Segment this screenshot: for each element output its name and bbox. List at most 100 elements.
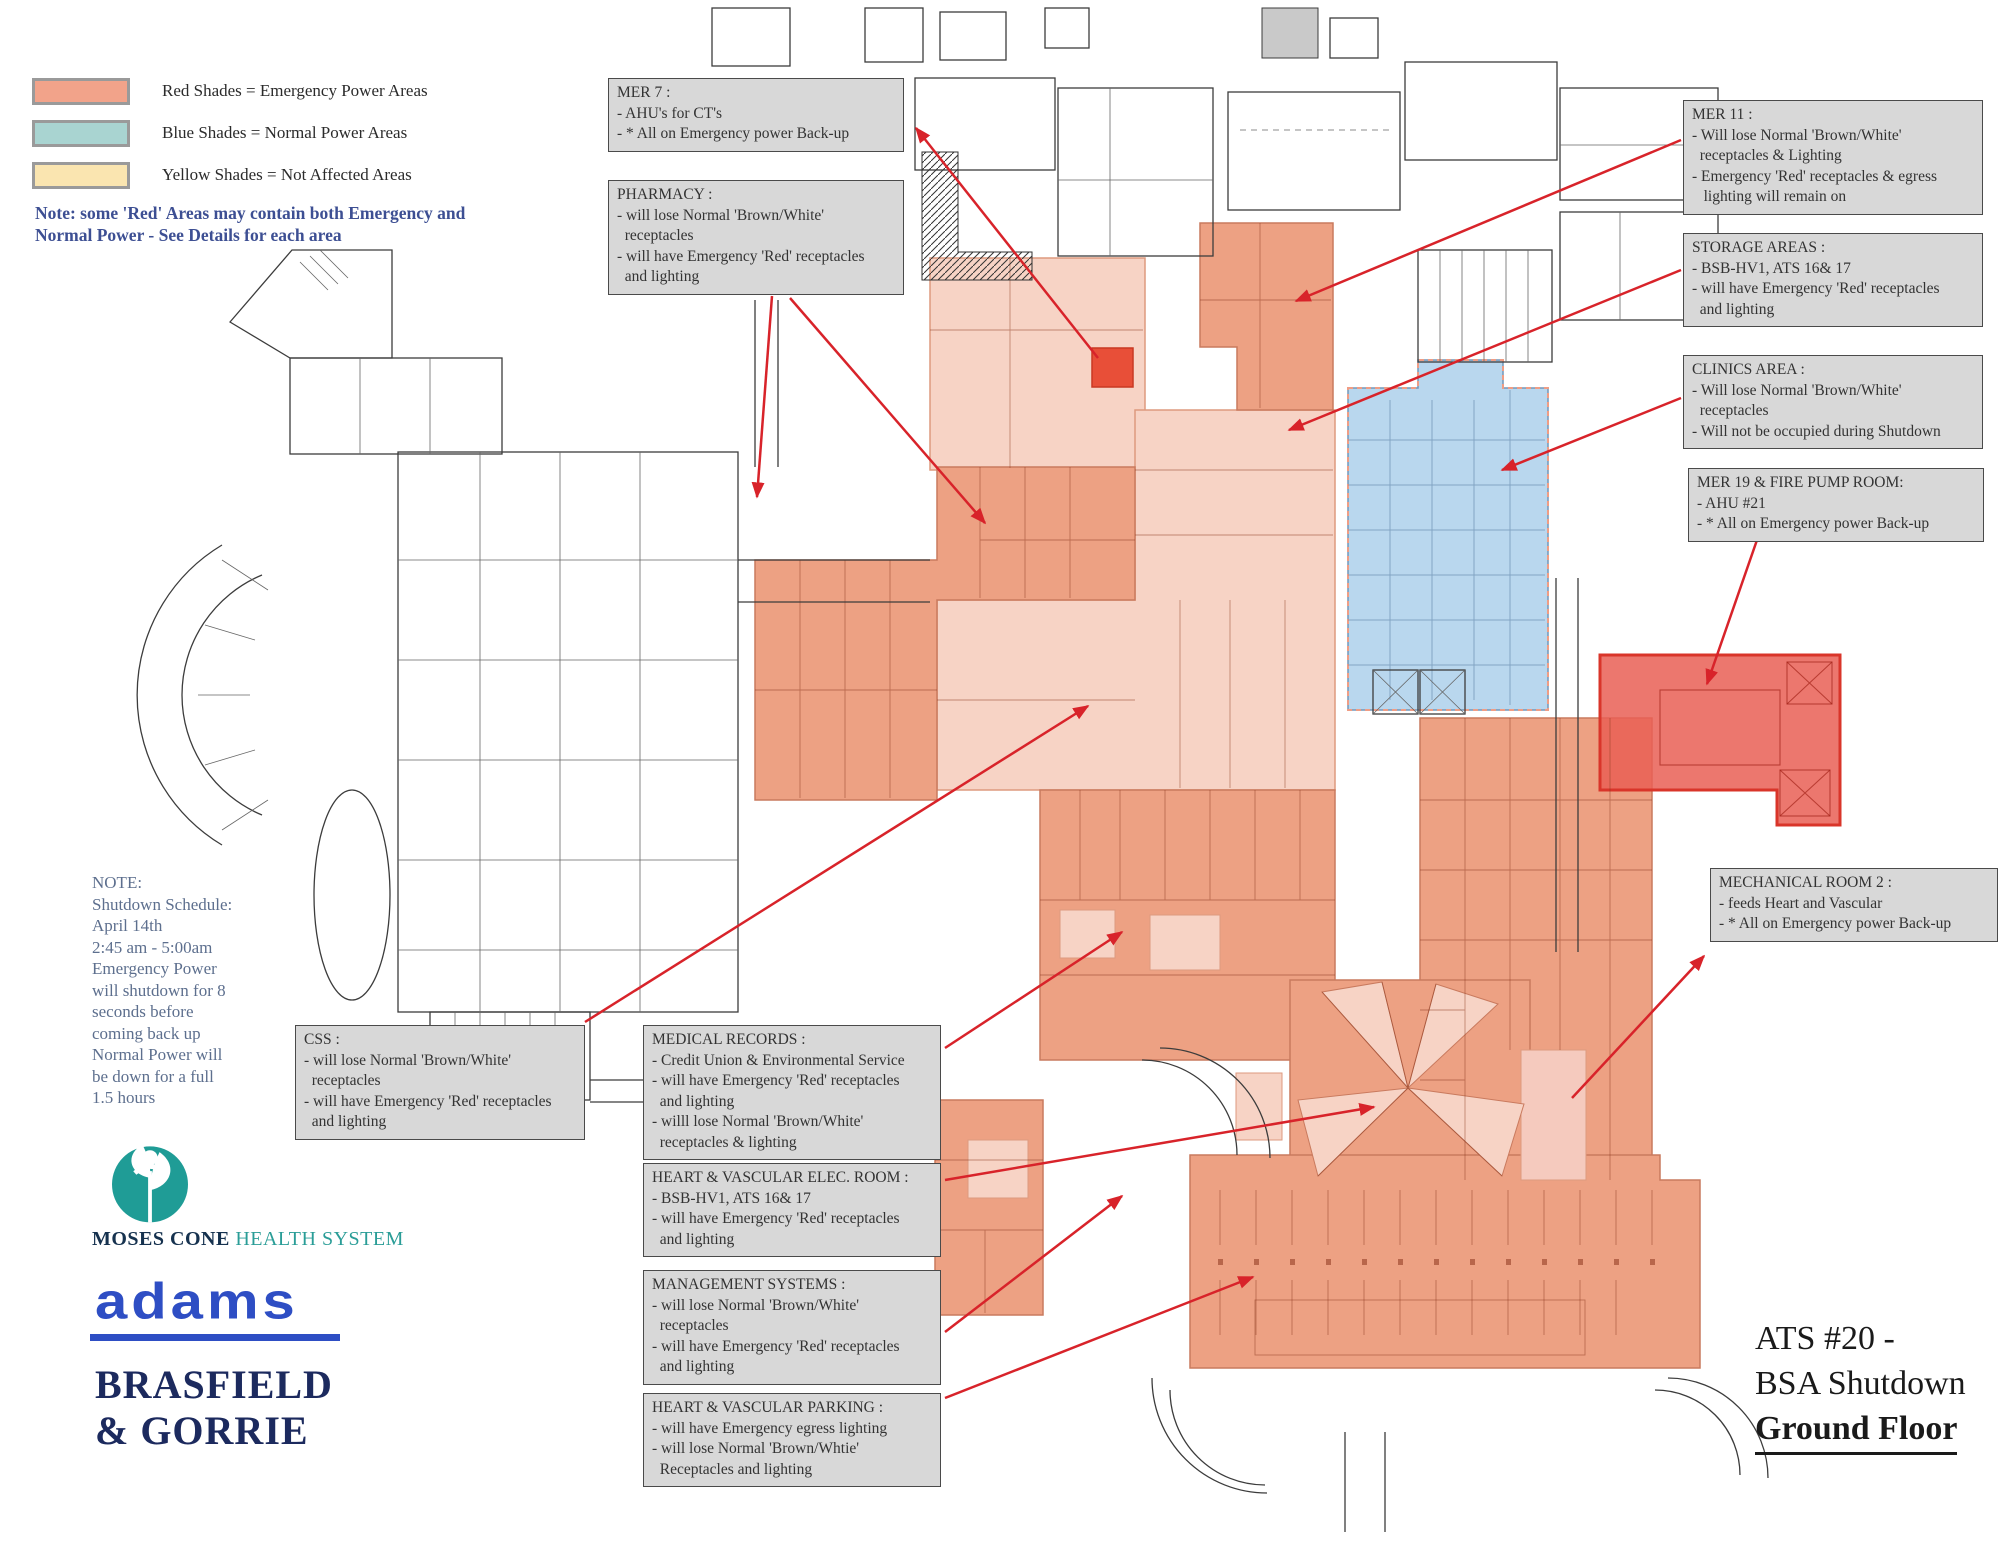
- legend-swatch-red: [32, 77, 130, 105]
- callout-arrows: [584, 126, 1759, 1400]
- note-line: Normal Power - See Details for each area: [35, 225, 342, 245]
- callout-title: CSS :: [304, 1031, 340, 1048]
- callout-line: receptacles: [1692, 402, 1769, 419]
- callout-line: receptacles & lighting: [652, 1133, 797, 1151]
- moses-cone-name: MOSES CONE: [92, 1228, 230, 1250]
- moses-cone-logo-text: MOSES CONE HEALTH SYSTEM: [92, 1228, 404, 1251]
- legend-label-yellow: Yellow Shades = Not Affected Areas: [162, 165, 412, 184]
- callout-line: - * All on Emergency power Back-up: [1719, 915, 1952, 932]
- callout-mechanical-room2: MECHANICAL ROOM 2 : - feeds Heart and Va…: [1710, 868, 1998, 942]
- callout-line: - AHU #21: [1697, 494, 1766, 512]
- zone-left-stub-salmon: [934, 1099, 1044, 1316]
- callout-storage-areas: STORAGE AREAS : - BSB-HV1, ATS 16& 17 - …: [1683, 233, 1983, 327]
- legend-row-yellow: Yellow Shades = Not Affected Areas: [32, 154, 428, 196]
- callout-line: - will lose Normal 'Brown/White': [617, 206, 825, 224]
- title-line-2: BSA Shutdown: [1755, 1365, 1966, 1402]
- legend-label-red: Red Shades = Emergency Power Areas: [162, 81, 428, 100]
- callout-title: HEART & VASCULAR ELEC. ROOM :: [652, 1169, 909, 1186]
- callout-line: - Emergency 'Red' receptacles & egress: [1692, 167, 1938, 185]
- zone-interior-walls: [755, 223, 1653, 1356]
- callout-medical-records: MEDICAL RECORDS : - Credit Union & Envir…: [643, 1025, 941, 1160]
- arrow-mech2: [1571, 954, 1706, 1099]
- callout-line: - will lose Normal 'Brown/Whtie': [652, 1440, 860, 1457]
- callout-title: MER 19 & FIRE PUMP ROOM:: [1697, 474, 1904, 491]
- callout-line: - will have Emergency 'Red' receptacles: [652, 1210, 900, 1227]
- schedule-line: will shutdown for 8: [92, 980, 226, 1000]
- callout-title: MER 11 :: [1692, 106, 1753, 123]
- zone-clinics-normal-power-blue: [1347, 359, 1549, 711]
- callout-heart-vascular-elec-room: HEART & VASCULAR ELEC. ROOM : - BSB-HV1,…: [643, 1163, 941, 1257]
- callout-line: - will lose Normal 'Brown/White': [304, 1051, 512, 1069]
- note-red-areas: Note: some 'Red' Areas may contain both …: [35, 202, 515, 246]
- callout-title: CLINICS AREA :: [1692, 361, 1805, 378]
- zone-room-lightpink: [967, 1139, 1029, 1199]
- callout-line: - Will lose Normal 'Brown/White': [1692, 381, 1902, 399]
- callout-line: - BSB-HV1, ATS 16& 17: [652, 1189, 811, 1207]
- callout-line: - Will not be occupied during Shutdown: [1692, 422, 1941, 440]
- callout-line: - AHU's for CT's: [617, 104, 723, 122]
- schedule-line: Shutdown Schedule:: [92, 894, 233, 914]
- zone-mer11-salmon: [1199, 222, 1334, 411]
- arrow-mer7: [914, 126, 1099, 359]
- callout-mer7: MER 7 : - AHU's for CT's - * All on Emer…: [608, 78, 904, 152]
- schedule-line: NOTE:: [92, 873, 143, 892]
- callout-line: - will have Emergency egress lighting: [652, 1419, 888, 1437]
- legend-swatch-yellow: [32, 161, 130, 189]
- callout-management-systems: MANAGEMENT SYSTEMS : - will lose Normal …: [643, 1270, 941, 1385]
- schedule-line: April 14th: [92, 916, 163, 935]
- callout-line: - will have Emergency 'Red' receptacles: [304, 1092, 552, 1110]
- arrow-hv-elec-room: [944, 1103, 1376, 1182]
- arrow-mer11: [1294, 138, 1682, 303]
- callout-line: Receptacles and lighting: [652, 1460, 813, 1478]
- callout-mer11: MER 11 : - Will lose Normal 'Brown/White…: [1683, 100, 1983, 215]
- callout-pharmacy: PHARMACY : - will lose Normal 'Brown/Whi…: [608, 180, 904, 295]
- zone-mechanical-room2-pink: [1520, 1049, 1587, 1181]
- arrow-css: [584, 704, 1090, 1024]
- callout-line: - BSB-HV1, ATS 16& 17: [1692, 259, 1851, 277]
- callout-line: and lighting: [304, 1113, 387, 1130]
- callout-line: and lighting: [652, 1092, 735, 1110]
- callout-title: MECHANICAL ROOM 2 :: [1719, 874, 1892, 891]
- callout-heart-vascular-parking: HEART & VASCULAR PARKING : - will have E…: [643, 1393, 941, 1487]
- top-gray-block: [1261, 7, 1319, 59]
- callout-title: STORAGE AREAS :: [1692, 239, 1826, 256]
- callout-line: and lighting: [652, 1230, 735, 1248]
- callout-line: - * All on Emergency power Back-up: [1697, 515, 1930, 532]
- gorrie-line: & GORRIE: [95, 1408, 309, 1453]
- hatched-loading-area: [921, 151, 1033, 281]
- title-line-1: ATS #20 -: [1755, 1320, 1895, 1357]
- zone-room-lightpink: [1149, 914, 1221, 971]
- drawing-title: ATS #20 - BSA Shutdown Ground Floor: [1755, 1316, 1966, 1455]
- schedule-line: be down for a full: [92, 1066, 214, 1086]
- callout-line: receptacles: [652, 1317, 729, 1334]
- arrow-management-systems: [944, 1195, 1124, 1333]
- moses-cone-subname: HEALTH SYSTEM: [229, 1228, 404, 1250]
- callout-title: PHARMACY :: [617, 186, 713, 203]
- schedule-line: 1.5 hours: [92, 1088, 156, 1107]
- shutdown-schedule-note: NOTE: Shutdown Schedule: April 14th 2:45…: [92, 872, 232, 1109]
- callout-line: receptacles & Lighting: [1692, 147, 1842, 164]
- callout-line: - will have Emergency 'Red' receptacles: [617, 247, 865, 265]
- callout-line: receptacles: [617, 227, 694, 244]
- callout-line: and lighting: [617, 268, 700, 285]
- callout-css: CSS : - will lose Normal 'Brown/White' r…: [295, 1025, 585, 1140]
- zone-parking-deck-salmon: [1189, 1154, 1701, 1369]
- schedule-line: 2:45 am - 5:00am: [92, 937, 213, 957]
- adams-logo-underline: [90, 1334, 340, 1341]
- callout-line: and lighting: [1692, 300, 1775, 318]
- title-line-3: Ground Floor: [1755, 1406, 1958, 1455]
- callout-title: MER 7 :: [617, 84, 671, 101]
- callout-title: MANAGEMENT SYSTEMS :: [652, 1276, 846, 1293]
- callout-mer19-fire-pump: MER 19 & FIRE PUMP ROOM: - AHU #21 - * A…: [1688, 468, 1984, 542]
- arrow-storage: [1287, 268, 1682, 432]
- callout-line: - will have Emergency 'Red' receptacles: [652, 1337, 900, 1355]
- legend: Red Shades = Emergency Power Areas Blue …: [32, 70, 428, 196]
- arrow-pharmacy-b: [789, 297, 987, 525]
- callout-line: lighting will remain on: [1692, 188, 1847, 205]
- clinics-zone-dashed-border: [1347, 359, 1549, 711]
- zone-mer7-highlight: [1091, 347, 1134, 388]
- brasfield-line: BRASFIELD: [95, 1362, 333, 1407]
- clinics-interior-walls: [1348, 390, 1545, 705]
- callout-title: HEART & VASCULAR PARKING :: [652, 1399, 884, 1416]
